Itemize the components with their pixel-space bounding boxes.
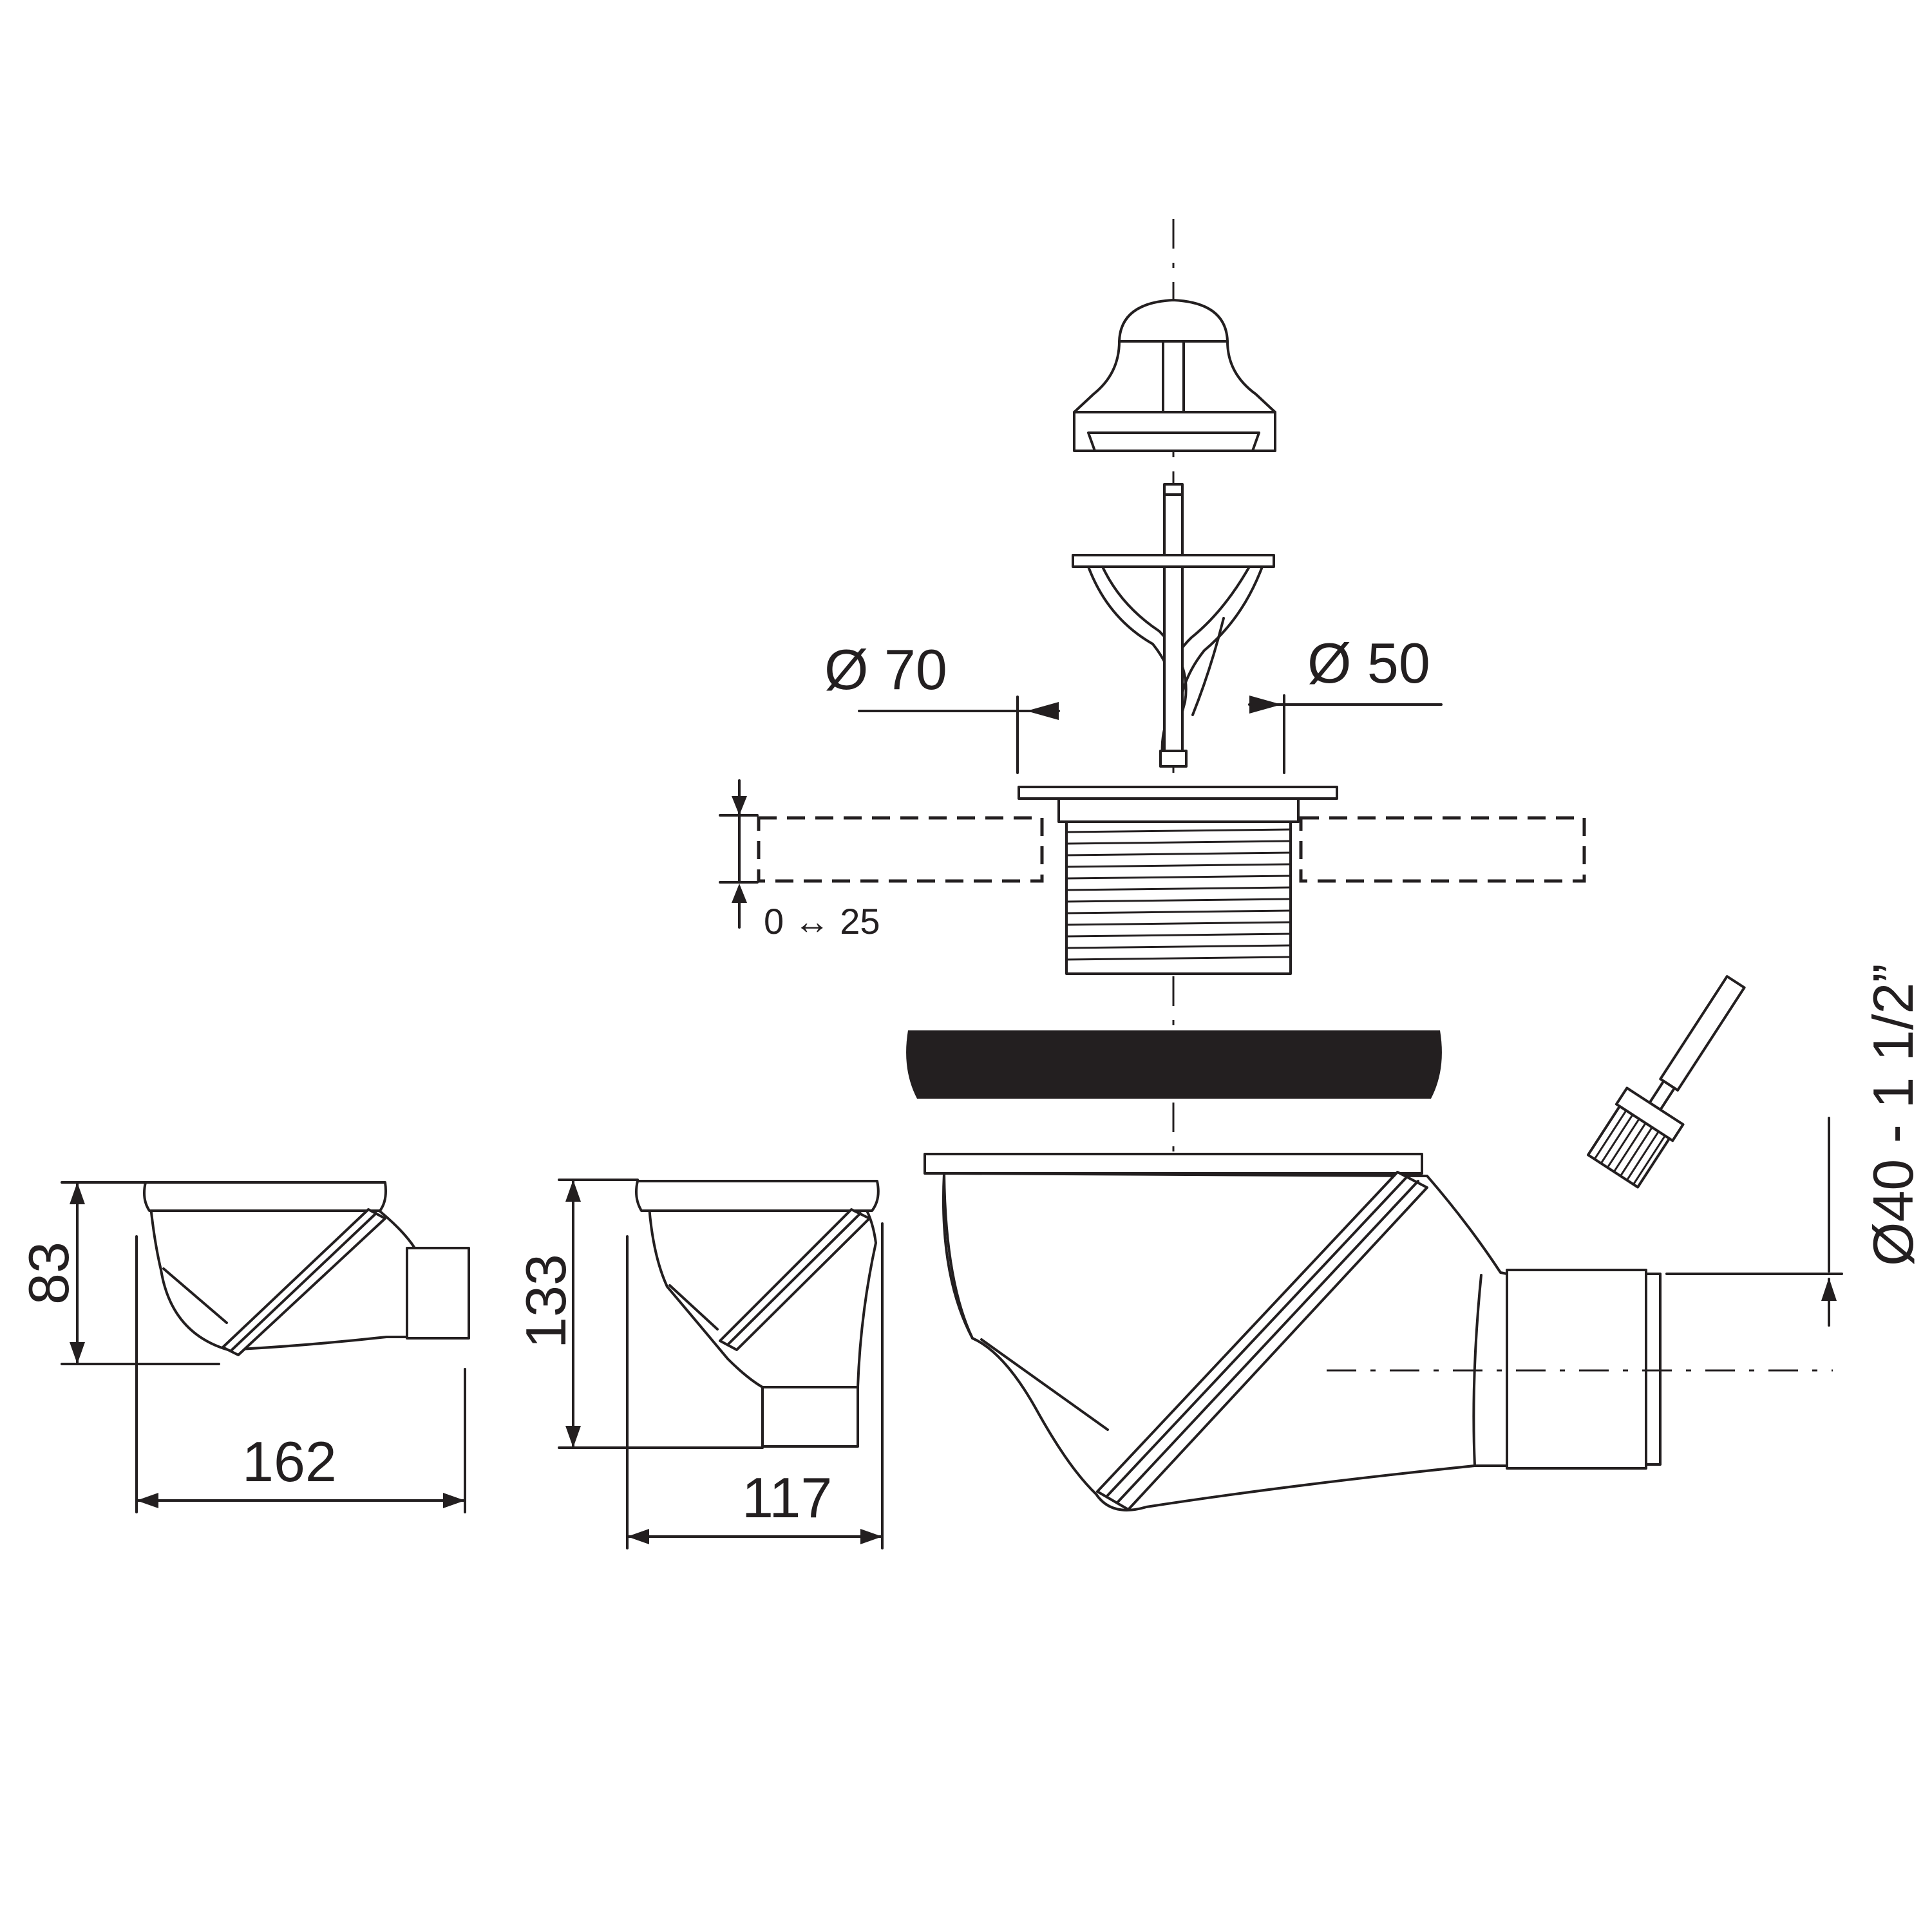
outlet-label: Ø40 - 1 1/2” bbox=[1861, 963, 1925, 1266]
dimension-height-133: 133 bbox=[514, 1179, 764, 1449]
threaded-body bbox=[1018, 786, 1338, 975]
dimension-diameter-50: Ø 50 bbox=[1248, 631, 1443, 774]
width-117-label: 117 bbox=[742, 1466, 832, 1530]
plug-rod bbox=[1163, 483, 1184, 556]
strainer-basket bbox=[1072, 554, 1275, 768]
thickness-range-label: 0 ↔ 25 bbox=[764, 901, 880, 942]
gasket-seal bbox=[906, 1030, 1442, 1099]
dimension-thickness: 0 ↔ 25 bbox=[719, 779, 880, 942]
diameter-50-label: Ø 50 bbox=[1307, 631, 1430, 695]
siphon-trap-small-horizontal bbox=[143, 1181, 470, 1356]
height-83-label: 83 bbox=[17, 1242, 80, 1305]
plug-cap bbox=[1073, 299, 1276, 452]
siphon-trap-large bbox=[923, 1153, 1662, 1511]
width-162-label: 162 bbox=[242, 1430, 337, 1493]
dimension-diameter-70: Ø 70 bbox=[824, 638, 1060, 774]
dimension-height-83: 83 bbox=[17, 1181, 220, 1365]
tray-outline-right bbox=[1299, 816, 1586, 883]
dimension-width-162: 162 bbox=[135, 1235, 466, 1513]
tray-outline-left bbox=[757, 816, 1044, 883]
glue-brush-icon bbox=[1586, 975, 1746, 1189]
dimension-width-117: 117 bbox=[626, 1222, 884, 1549]
height-133-label: 133 bbox=[514, 1254, 578, 1349]
diameter-70-label: Ø 70 bbox=[824, 638, 947, 701]
siphon-trap-small-vertical bbox=[635, 1180, 880, 1448]
dimension-outlet: Ø40 - 1 1/2” bbox=[1665, 963, 1925, 1327]
